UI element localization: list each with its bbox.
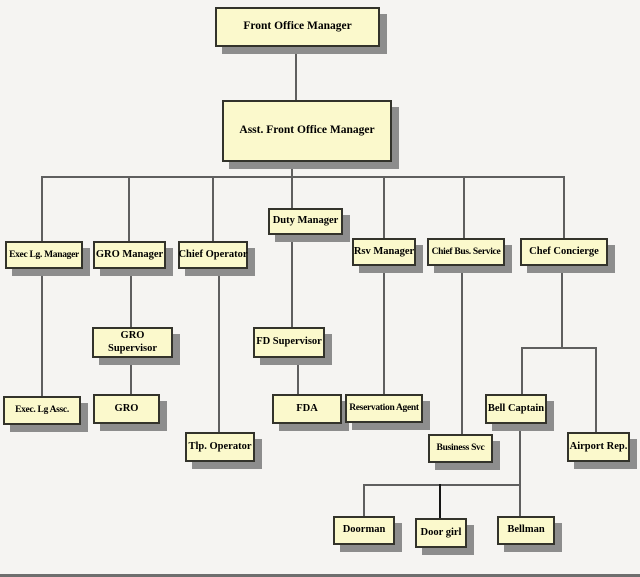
connector-duty-to-fd-supervisor	[291, 235, 293, 327]
connector-gro-manager-to-supervisor	[130, 269, 132, 327]
node-exec-lg-assc: Exec. Lg Assc.	[3, 396, 81, 425]
connector-chief-bus-to-business-svc	[461, 266, 463, 434]
node-label: Rsv Manager	[353, 245, 415, 257]
connector-bell-captain-stem	[519, 424, 521, 485]
node-doorman: Doorman	[333, 516, 395, 545]
connector-bus-to-bellman	[519, 484, 521, 516]
node-label: Exec. Lg Assc.	[15, 405, 69, 416]
connector-bus-to-chief-bus-service	[463, 176, 465, 238]
node-label: Asst. Front Office Manager	[239, 124, 375, 137]
node-fda: FDA	[272, 394, 342, 424]
connector-split-to-bell-captain	[521, 347, 523, 394]
connector-bus-to-chef-concierge	[563, 176, 565, 238]
node-label: Business Svc	[436, 443, 485, 454]
node-label: Tlp. Operator	[188, 440, 252, 452]
node-fd-supervisor: FD Supervisor	[253, 327, 325, 358]
node-chief-bus-service: Chief Bus. Service	[427, 238, 505, 266]
connector-fom-to-asst	[295, 47, 297, 100]
image-bottom-edge	[0, 574, 640, 577]
node-label: Front Office Manager	[243, 20, 352, 33]
node-rsv-manager: Rsv Manager	[352, 238, 416, 266]
node-label: Doorman	[342, 524, 386, 536]
node-label: Reservation Agent	[349, 403, 419, 414]
node-label: GRO	[114, 402, 139, 414]
node-gro-supervisor: GRO Supervisor	[92, 327, 173, 358]
connector-exec-lg-manager-to-assc	[41, 269, 43, 396]
connector-asst-to-duty	[291, 162, 293, 208]
connector-concierge-split-bus	[521, 347, 597, 349]
node-label: Door girl	[420, 526, 462, 538]
node-label: Bellman	[507, 524, 545, 536]
node-label: Airport Rep.	[569, 440, 628, 452]
connector-split-to-airport-rep	[595, 347, 597, 432]
connector-bus-to-doorman	[363, 484, 365, 516]
connector-bus-to-exec-lg-manager	[41, 176, 43, 241]
node-asst-front-office-manager: Asst. Front Office Manager	[222, 100, 392, 162]
node-label: Duty Manager	[272, 215, 339, 227]
node-door-girl: Door girl	[415, 518, 467, 548]
node-gro-manager: GRO Manager	[93, 241, 166, 269]
node-airport-rep: Airport Rep.	[567, 432, 630, 462]
node-bell-captain: Bell Captain	[485, 394, 547, 424]
connector-fd-supervisor-to-fda	[297, 358, 299, 394]
connector-bus-to-gro-manager	[128, 176, 130, 241]
node-tlp-operator: Tlp. Operator	[185, 432, 255, 462]
node-business-svc: Business Svc	[428, 434, 493, 463]
node-label: GRO Manager	[95, 248, 164, 260]
connector-level2-bus	[41, 176, 565, 178]
node-chef-concierge: Chef Concierge	[520, 238, 608, 266]
node-reservation-agent: Reservation Agent	[345, 394, 423, 423]
node-label: GRO Supervisor	[107, 330, 157, 354]
node-label: Chief Bus. Service	[431, 246, 501, 257]
connector-bus-to-chief-operator	[212, 176, 214, 241]
connector-gro-supervisor-to-gro	[130, 358, 132, 394]
node-label: Exec Lg. Manager	[9, 249, 79, 260]
node-label: Chief Operator	[178, 248, 248, 260]
node-label: FDA	[296, 402, 318, 414]
connector-bus-to-rsv-manager	[383, 176, 385, 238]
connector-bus-to-door-girl	[439, 484, 441, 518]
node-exec-lg-manager: Exec Lg. Manager	[5, 241, 83, 269]
node-gro: GRO	[93, 394, 160, 424]
node-duty-manager: Duty Manager	[268, 208, 343, 235]
connector-chief-operator-to-tlp	[218, 269, 220, 432]
connector-chef-concierge-stem	[561, 266, 563, 348]
node-bellman: Bellman	[497, 516, 555, 545]
node-label: Bell Captain	[487, 402, 545, 414]
node-label: Chef Concierge	[529, 245, 599, 257]
node-front-office-manager: Front Office Manager	[215, 7, 380, 47]
connector-bell-bus	[363, 484, 521, 486]
connector-rsv-to-reservation-agent	[383, 266, 385, 394]
node-label: FD Supervisor	[256, 336, 322, 348]
node-chief-operator: Chief Operator	[178, 241, 248, 269]
